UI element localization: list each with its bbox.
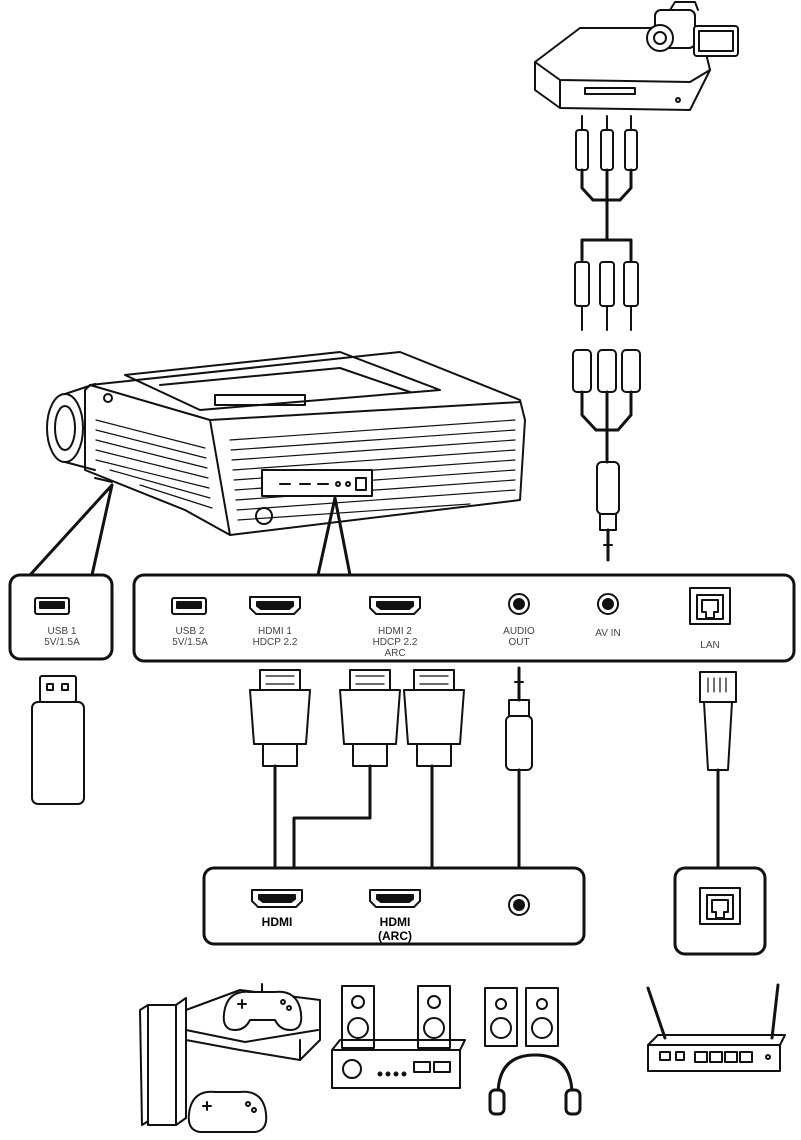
usb-drive-icon — [31, 675, 85, 805]
rj45-plug-icon — [699, 671, 737, 872]
gamepad-icon — [187, 1090, 268, 1133]
usb1-label: USB 1 5V/1.5A — [44, 626, 80, 648]
speaker-icon — [484, 987, 518, 1047]
callout-lines — [28, 483, 352, 577]
headphones-icon — [488, 1053, 582, 1116]
audio-plug-icon — [505, 666, 533, 872]
speaker-icon — [341, 985, 375, 1049]
audio-jack-icon — [597, 593, 619, 615]
projector-icon — [46, 351, 526, 536]
lan-jack-panel — [673, 866, 767, 956]
audio-out-label: AUDIO OUT — [503, 626, 535, 648]
hdmi2-label: HDMI 2 HDCP 2.2 ARC — [372, 626, 418, 659]
hdmi-port-icon — [249, 596, 301, 615]
av-in-label: AV IN — [595, 628, 621, 639]
lan-port-icon — [689, 587, 731, 625]
speaker-icon — [417, 985, 451, 1049]
camcorder-icon — [646, 1, 739, 57]
receiver-hdmi-label: HDMI — [261, 915, 293, 929]
router-icon — [646, 983, 786, 1072]
speaker-icon — [525, 987, 559, 1047]
hdmi-port-icon — [251, 889, 303, 908]
audio-plug-icon — [596, 461, 620, 562]
audio-jack-icon — [508, 593, 530, 615]
receiver-hdmi-arc-label: HDMI (ARC) — [378, 915, 412, 943]
amplifier-icon — [331, 1039, 466, 1089]
audio-jack-icon — [508, 894, 530, 916]
hdmi-plug-icon — [249, 669, 311, 872]
rca-plug-icon — [572, 115, 641, 464]
lan-port-icon — [699, 887, 741, 925]
hdmi-port-icon — [369, 889, 421, 908]
hdmi1-label: HDMI 1 HDCP 2.2 — [252, 626, 298, 648]
lan-label: LAN — [700, 640, 720, 651]
hdmi-plug-icon — [403, 669, 465, 872]
hdmi-plug-icon — [292, 669, 401, 872]
usb2-label: USB 2 5V/1.5A — [172, 626, 208, 648]
gamepad-icon — [222, 983, 303, 1031]
usb-port-icon — [171, 597, 207, 615]
game-console-icon — [139, 989, 321, 1126]
usb1-panel — [8, 573, 114, 661]
usb-port-icon — [34, 597, 70, 615]
hdmi-port-icon — [369, 596, 421, 615]
